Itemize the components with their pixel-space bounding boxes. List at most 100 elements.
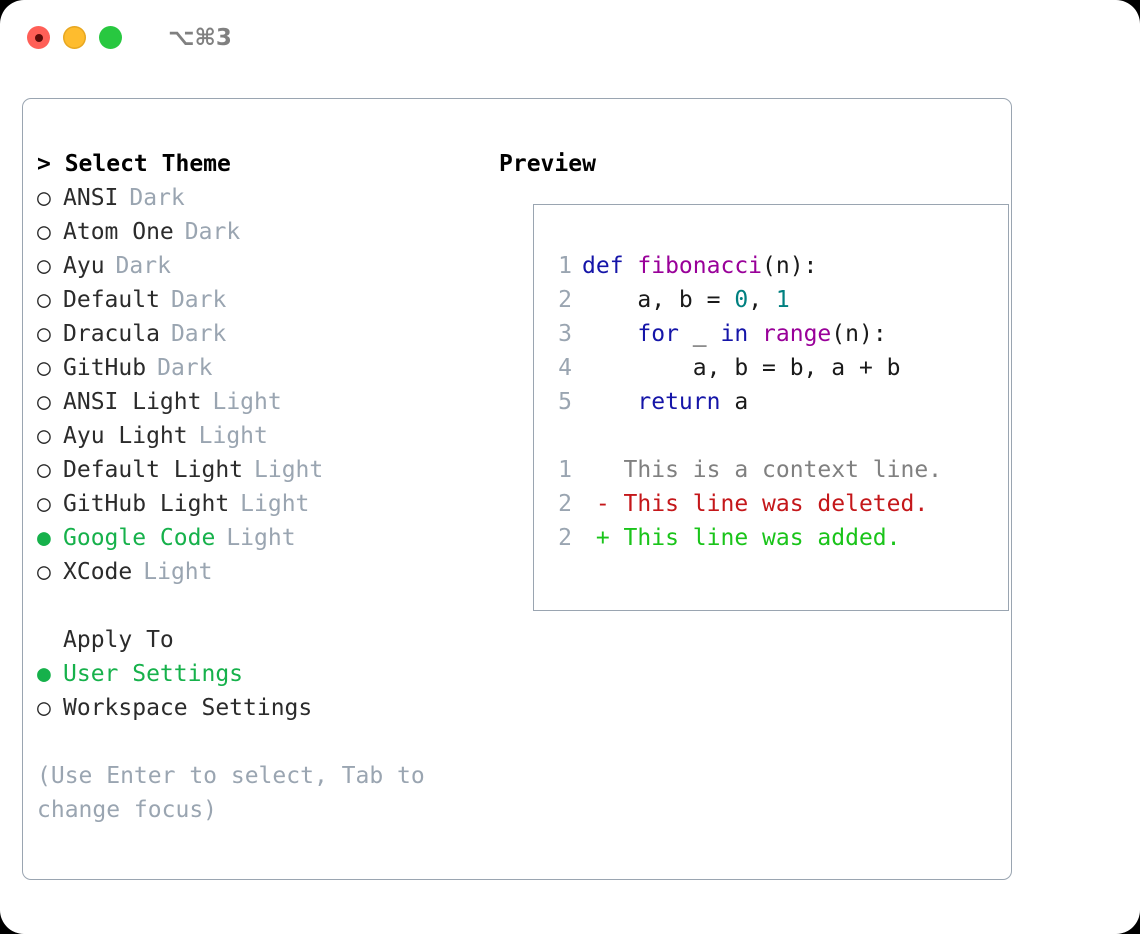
apply-to-option[interactable]: ● User Settings bbox=[37, 657, 487, 691]
theme-name-label: GitHub Light bbox=[63, 491, 230, 517]
radio-unselected-icon[interactable]: ○ bbox=[37, 695, 51, 721]
theme-category-label: Light bbox=[240, 491, 310, 517]
radio-unselected-icon[interactable]: ○ bbox=[37, 457, 51, 483]
diff-line-added: 2 + This line was added. bbox=[534, 521, 1008, 555]
code-diff-separator bbox=[534, 419, 1008, 453]
radio-unselected-icon[interactable]: ○ bbox=[37, 321, 51, 347]
code-token-kw: return bbox=[637, 389, 721, 415]
code-line-text: a, b = b, a + b bbox=[582, 351, 901, 385]
code-token-pl: a, b = b, a + b bbox=[582, 355, 901, 381]
line-number: 1 bbox=[558, 253, 572, 279]
diff-lines: 1 This is a context line.2 - This line w… bbox=[534, 453, 1008, 555]
radio-unselected-icon[interactable]: ○ bbox=[37, 253, 51, 279]
radio-unselected-icon[interactable]: ○ bbox=[37, 355, 51, 381]
code-token-kw: def bbox=[582, 253, 638, 279]
code-token-num: 0 bbox=[734, 287, 749, 313]
theme-name-label: Atom One bbox=[63, 219, 174, 245]
theme-category-label: Light bbox=[254, 457, 324, 483]
code-line-text: a, b = 0, 1 bbox=[582, 283, 790, 317]
apply-to-options[interactable]: ● User Settings ○ Workspace Settings bbox=[37, 657, 487, 725]
theme-name-label: XCode bbox=[63, 559, 133, 585]
title-bar: ⌥⌘3 bbox=[0, 0, 1140, 78]
radio-unselected-icon[interactable]: ○ bbox=[37, 185, 51, 211]
theme-category-label: Light bbox=[143, 559, 213, 585]
diff-line-text: - This line was deleted. bbox=[582, 491, 929, 517]
code-token-pl bbox=[748, 321, 762, 347]
code-line-text: for _ in range(n): bbox=[582, 317, 887, 351]
apply-to-option-label: Workspace Settings bbox=[63, 695, 313, 721]
radio-unselected-icon[interactable]: ○ bbox=[37, 219, 51, 245]
radio-unselected-icon[interactable]: ○ bbox=[37, 389, 51, 415]
theme-list-item[interactable]: ○ ANSI Light Light bbox=[37, 385, 487, 419]
preview-heading: Preview bbox=[499, 151, 596, 177]
code-line: 1 def fibonacci(n): bbox=[534, 249, 1008, 283]
theme-list-item[interactable]: ○ Dracula Dark bbox=[37, 317, 487, 351]
line-number: 3 bbox=[558, 321, 572, 347]
code-token-pl: a, b = bbox=[582, 287, 735, 313]
code-token-num: 1 bbox=[775, 287, 790, 313]
theme-category-label: Dark bbox=[115, 253, 171, 279]
theme-name-label: Dracula bbox=[63, 321, 160, 347]
theme-list-item[interactable]: ○ GitHub Light Light bbox=[37, 487, 487, 521]
code-token-fn: fibonacci bbox=[637, 253, 763, 279]
apply-to-heading-label: Apply To bbox=[63, 627, 174, 653]
theme-name-label: Ayu bbox=[63, 253, 105, 279]
line-number: 5 bbox=[558, 389, 572, 415]
radio-unselected-icon[interactable]: ○ bbox=[37, 559, 51, 585]
line-number: 2 bbox=[558, 525, 572, 551]
theme-name-label: Ayu Light bbox=[63, 423, 188, 449]
radio-unselected-icon[interactable]: ○ bbox=[37, 491, 51, 517]
code-line-text: def fibonacci(n): bbox=[582, 249, 817, 283]
code-token-fn: range bbox=[762, 321, 832, 347]
select-theme-heading: > Select Theme bbox=[37, 151, 231, 177]
radio-selected-icon[interactable]: ● bbox=[37, 661, 51, 687]
apply-to-option-label: User Settings bbox=[63, 661, 244, 687]
theme-category-label: Light bbox=[212, 389, 282, 415]
theme-name-label: ANSI bbox=[63, 185, 119, 211]
diff-line-context: 1 This is a context line. bbox=[534, 453, 1008, 487]
close-button-icon[interactable] bbox=[27, 26, 50, 49]
window-controls bbox=[27, 26, 122, 49]
code-token-pl: a bbox=[720, 389, 749, 415]
code-token-pl: _ bbox=[678, 321, 721, 347]
apply-to-heading-marker: ○ bbox=[37, 623, 63, 657]
theme-list-item[interactable]: ○ XCode Light bbox=[37, 555, 487, 589]
list-spacer bbox=[37, 589, 487, 623]
theme-list-item[interactable]: ○ Ayu Light Light bbox=[37, 419, 487, 453]
maximize-button-icon[interactable] bbox=[99, 26, 122, 49]
code-token-kw: for bbox=[637, 321, 679, 347]
theme-category-label: Dark bbox=[129, 185, 185, 211]
radio-selected-icon[interactable]: ● bbox=[37, 525, 51, 551]
theme-category-label: Dark bbox=[170, 321, 227, 347]
theme-name-label: Default Light bbox=[63, 457, 244, 483]
theme-name-label: GitHub bbox=[63, 355, 147, 381]
theme-list-item[interactable]: ○ ANSI Dark bbox=[37, 181, 487, 215]
code-token-pl: (n): bbox=[762, 253, 818, 279]
apply-to-option[interactable]: ○ Workspace Settings bbox=[37, 691, 487, 725]
theme-list-item[interactable]: ○ Default Light Light bbox=[37, 453, 487, 487]
code-token-pl bbox=[582, 321, 637, 347]
radio-unselected-icon[interactable]: ○ bbox=[37, 287, 51, 313]
minimize-button-icon[interactable] bbox=[63, 26, 86, 49]
theme-list-item[interactable]: ○ Ayu Dark bbox=[37, 249, 487, 283]
theme-category-label: Light bbox=[198, 423, 268, 449]
theme-name-label: Google Code bbox=[63, 525, 216, 551]
theme-name-label: ANSI Light bbox=[63, 389, 202, 415]
line-number: 4 bbox=[558, 355, 572, 381]
line-number: 1 bbox=[558, 457, 572, 483]
diff-line-deleted: 2 - This line was deleted. bbox=[534, 487, 1008, 521]
radio-unselected-icon[interactable]: ○ bbox=[37, 423, 51, 449]
code-token-pl: (n): bbox=[831, 321, 887, 347]
code-line: 5 return a bbox=[534, 385, 1008, 419]
